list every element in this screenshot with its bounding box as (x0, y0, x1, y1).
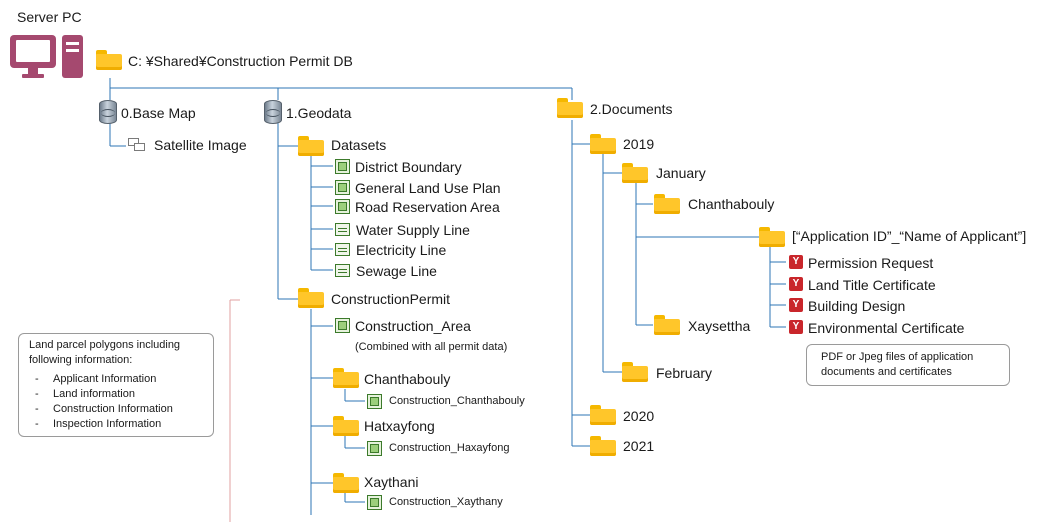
district-folder-chanthabouly[interactable]: Chanthabouly (364, 371, 451, 387)
pdf-icon: Y (789, 298, 803, 312)
polygon-layer-icon (367, 394, 382, 409)
dataset-electricity-line[interactable]: Electricity Line (356, 242, 447, 258)
xaysettha-label[interactable]: Xaysettha (688, 318, 751, 334)
dataset-general-land-use-plan[interactable]: General Land Use Plan (355, 180, 501, 196)
folder-icon (333, 416, 359, 436)
file-environmental-certificate[interactable]: Environmental Certificate (808, 320, 965, 336)
folder-icon (96, 50, 122, 70)
folder-icon (590, 134, 616, 154)
folder-icon (298, 288, 324, 308)
parcel-note-dash-3: - (35, 403, 39, 415)
raster-image-icon (128, 138, 146, 152)
line-layer-icon (335, 264, 350, 277)
base-map-label[interactable]: 0.Base Map (121, 105, 196, 121)
polygon-layer-icon (367, 441, 382, 456)
construction-area-note: (Combined with all permit data) (355, 341, 508, 353)
february-label[interactable]: February (656, 365, 713, 381)
folder-icon (590, 436, 616, 456)
folder-icon (759, 227, 785, 247)
dataset-district-boundary[interactable]: District Boundary (355, 159, 462, 175)
folder-icon (557, 98, 583, 118)
folder-icon (333, 473, 359, 493)
year-2020-label[interactable]: 2020 (623, 408, 655, 424)
district-folder-xaythani[interactable]: Xaythani (364, 474, 419, 490)
documents-label[interactable]: 2.Documents (590, 101, 673, 117)
datasets-label[interactable]: Datasets (331, 137, 387, 153)
polygon-layer-icon (335, 199, 350, 214)
application-folder-label[interactable]: [“Application ID”_“Name of Applicant”] (792, 228, 1027, 244)
polygon-layer-icon (335, 159, 350, 174)
chanthabouly-docs-label[interactable]: Chanthabouly (688, 196, 775, 212)
parcel-note-item-land: Land information (53, 388, 135, 400)
file-permission-request[interactable]: Permission Request (808, 255, 934, 271)
file-building-design[interactable]: Building Design (808, 298, 906, 314)
server-pc-label: Server PC (17, 9, 82, 25)
dataset-sewage-line[interactable]: Sewage Line (356, 263, 437, 279)
pdf-note-line-2: documents and certificates (821, 366, 952, 378)
construction-area-label[interactable]: Construction_Area (355, 318, 471, 334)
pdf-files-note: PDF or Jpeg files of application documen… (806, 344, 1010, 386)
parcel-note-dash-1: - (35, 373, 39, 385)
parcel-note-item-applicant: Applicant Information (53, 373, 157, 385)
layer-construction-haxayfong[interactable]: Construction_Haxayfong (389, 442, 510, 454)
database-icon (99, 100, 117, 124)
year-2021-label[interactable]: 2021 (623, 438, 655, 454)
dataset-water-supply-line[interactable]: Water Supply Line (356, 222, 470, 238)
year-2019-label[interactable]: 2019 (623, 136, 655, 152)
root-path[interactable]: C: ¥Shared¥Construction Permit DB (128, 53, 353, 69)
pdf-icon: Y (789, 255, 803, 269)
parcel-note-item-inspection: Inspection Information (53, 418, 162, 430)
pdf-icon: Y (789, 320, 803, 334)
january-label[interactable]: January (656, 165, 706, 181)
parcel-note-dash-4: - (35, 418, 39, 430)
parcel-note-item-construction: Construction Information (53, 403, 173, 415)
polygon-layer-icon (335, 180, 350, 195)
parcel-note-intro-1: Land parcel polygons including (29, 339, 181, 351)
folder-icon (622, 362, 648, 382)
folder-icon (622, 163, 648, 183)
geodata-label[interactable]: 1.Geodata (286, 105, 352, 121)
line-layer-icon (335, 243, 350, 256)
district-folder-hatxayfong[interactable]: Hatxayfong (364, 418, 435, 434)
dataset-road-reservation-area[interactable]: Road Reservation Area (355, 199, 500, 215)
polygon-layer-icon (335, 318, 350, 333)
pdf-note-line-1: PDF or Jpeg files of application (821, 351, 974, 363)
line-layer-icon (335, 223, 350, 236)
construction-permit-label[interactable]: ConstructionPermit (331, 291, 451, 307)
folder-icon (298, 136, 324, 156)
polygon-layer-icon (367, 495, 382, 510)
folder-icon (654, 315, 680, 335)
database-icon (264, 100, 282, 124)
layer-construction-xaythany[interactable]: Construction_Xaythany (389, 496, 503, 508)
pdf-icon: Y (789, 277, 803, 291)
folder-icon (590, 405, 616, 425)
folder-icon (654, 194, 680, 214)
parcel-note-intro-2: following information: (29, 354, 133, 366)
file-land-title-certificate[interactable]: Land Title Certificate (808, 277, 936, 293)
satellite-image-label[interactable]: Satellite Image (154, 137, 247, 153)
folder-icon (333, 368, 359, 388)
parcel-note-dash-2: - (35, 388, 39, 400)
layer-construction-chanthabouly[interactable]: Construction_Chanthabouly (389, 395, 525, 407)
parcel-info-note: Land parcel polygons including following… (18, 333, 214, 437)
